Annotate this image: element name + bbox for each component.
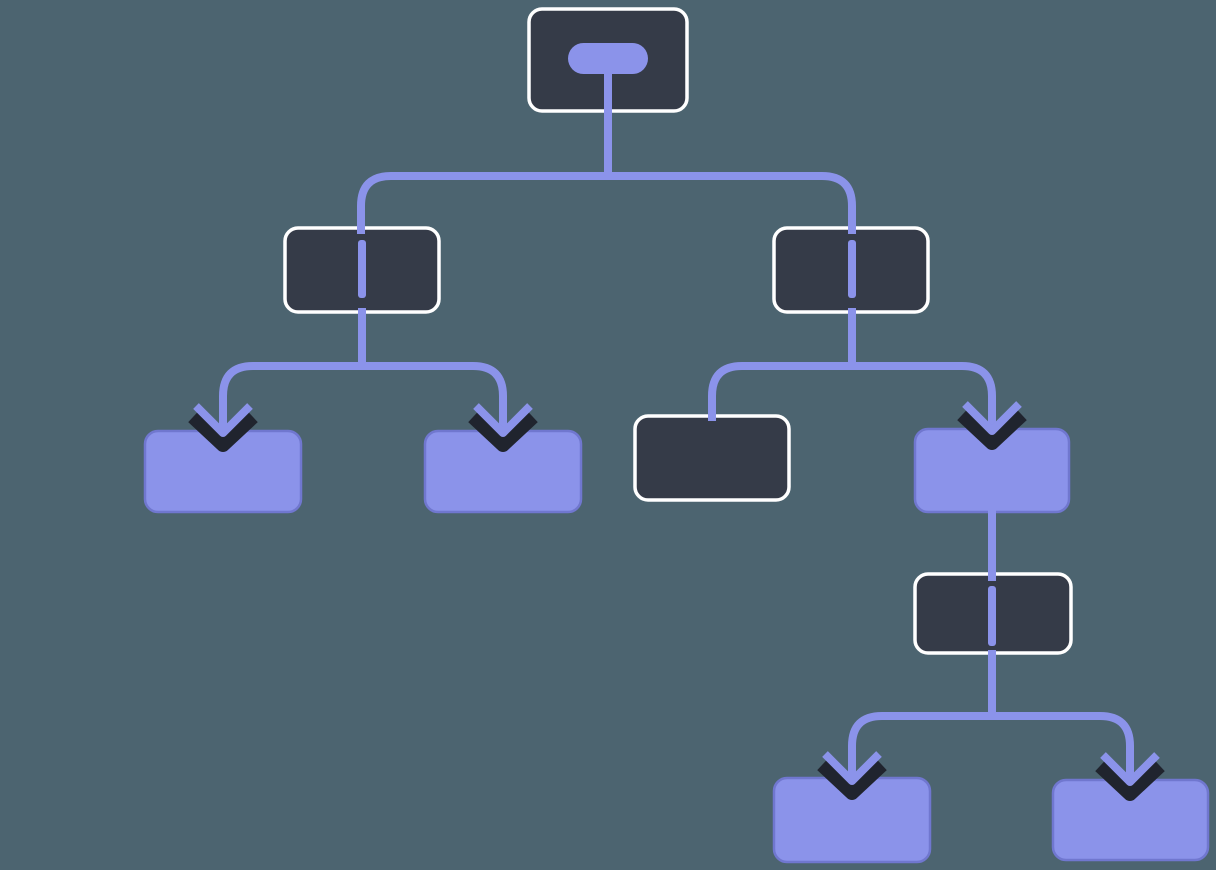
- chevron-dark: [817, 759, 887, 800]
- edge-root-to-branches: [357, 172, 856, 234]
- double-chevron-down-icon: [188, 403, 258, 452]
- node-right-1: [633, 414, 791, 502]
- double-chevron-down-icon: [468, 403, 538, 452]
- double-chevron-down-icon: [957, 401, 1027, 450]
- pill-icon: [568, 43, 648, 74]
- divider-line-icon: [358, 240, 366, 298]
- edge-branch-left-to-leaves: [219, 362, 507, 434]
- chevron-purple: [1100, 752, 1160, 786]
- chevron-purple: [473, 403, 533, 437]
- chevron-dark: [188, 411, 258, 452]
- double-chevron-down-icon: [1095, 752, 1165, 801]
- edge-branch-right-to-children: [708, 362, 996, 432]
- divider-line-icon: [848, 240, 856, 298]
- diagram-edges: [219, 74, 1134, 783]
- chevron-dark: [957, 409, 1027, 450]
- chevron-purple: [962, 401, 1022, 435]
- chevron-dark: [468, 411, 538, 452]
- chevron-purple: [193, 403, 253, 437]
- chevron-dark: [1095, 760, 1165, 801]
- diagram-node-glyphs: [358, 43, 996, 646]
- diagram-nodes: [143, 7, 1210, 864]
- double-chevron-down-icon: [817, 751, 887, 800]
- divider-line-icon: [988, 586, 996, 646]
- diagram-arrowheads: [188, 401, 1165, 801]
- chevron-purple: [822, 751, 882, 785]
- edge-subbranch-to-leaves: [848, 712, 1134, 783]
